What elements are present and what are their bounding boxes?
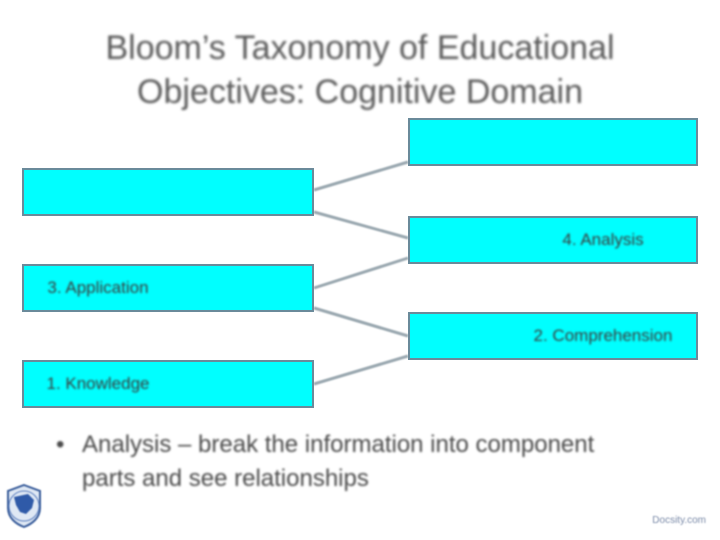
box-application: 3. Application [22, 264, 314, 312]
bullet-dot: • [56, 431, 65, 458]
slide-title-line-1: Bloom’s Taxonomy of Educational [105, 29, 615, 67]
connector-left-top-to-right-top [313, 160, 409, 192]
box-left-top [22, 168, 314, 216]
box-knowledge: 1. Knowledge [22, 360, 314, 408]
state-seal-icon [7, 484, 41, 528]
bullet-text: Analysis – break the information into co… [82, 431, 595, 492]
connector-application-to-analysis [313, 256, 409, 290]
slide-title-line-2: Objectives: Cognitive Domain [137, 73, 583, 111]
connector-analysis-to-left-top [313, 210, 409, 240]
connector-comprehension-to-application [313, 306, 409, 338]
box-comprehension: 2. Comprehension [408, 312, 698, 360]
connector-knowledge-to-comprehension [313, 354, 409, 386]
box-analysis: 4. Analysis [408, 216, 698, 264]
watermark: Docsity.com [652, 515, 706, 526]
box-right-top [408, 118, 698, 166]
box-comprehension-label: 2. Comprehension [533, 326, 673, 345]
box-analysis-label: 4. Analysis [562, 230, 644, 249]
bullet-point: • Analysis – break the information into … [56, 428, 636, 496]
slide-title: Bloom’s Taxonomy of Educational Objectiv… [0, 26, 720, 114]
box-knowledge-label: 1. Knowledge [46, 374, 150, 393]
box-application-label: 3. Application [47, 278, 149, 297]
